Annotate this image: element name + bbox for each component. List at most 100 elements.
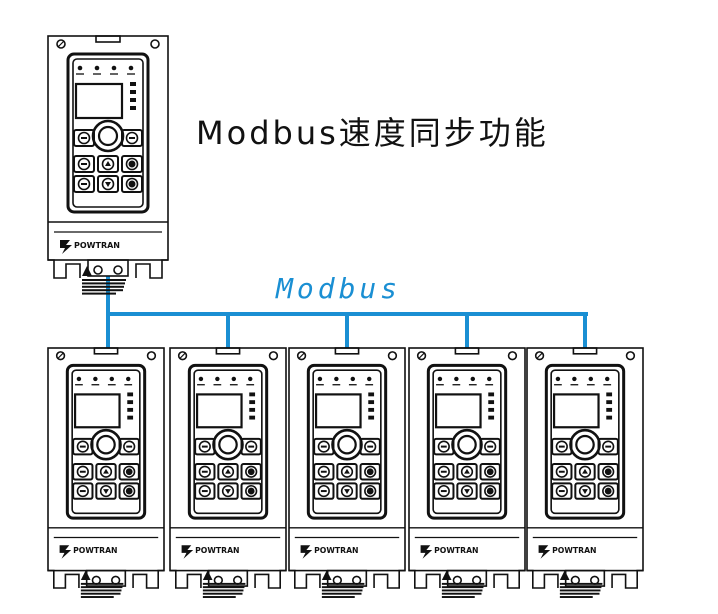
display-screen-icon xyxy=(552,393,600,429)
warning-text-line xyxy=(321,589,363,592)
key-symbol xyxy=(99,484,113,498)
unit-mark xyxy=(368,392,375,397)
key-icon xyxy=(433,437,455,456)
unit-mark xyxy=(127,415,134,420)
indicator-led-icon xyxy=(367,376,372,382)
warning-text-line xyxy=(202,596,236,598)
key-symbol xyxy=(245,465,258,478)
keypad-frame xyxy=(544,363,626,520)
key-icon xyxy=(240,437,262,456)
warning-icon xyxy=(321,570,332,580)
mount-slot-icon xyxy=(57,352,64,360)
terminal-block xyxy=(326,569,368,587)
warning-text-line xyxy=(80,596,114,598)
key-icon xyxy=(479,437,501,456)
key-icon xyxy=(240,463,262,481)
key-symbol xyxy=(317,484,330,498)
key-icon xyxy=(551,437,573,456)
foot-left xyxy=(409,569,441,589)
key-dot xyxy=(604,468,612,476)
warning-icon xyxy=(202,570,213,580)
knob-inner xyxy=(96,434,116,455)
terminal-hole-icon xyxy=(332,575,343,585)
slave-inverter-4: POWTRAN xyxy=(408,347,526,598)
unit-mark xyxy=(488,400,495,405)
unit-mark xyxy=(249,415,256,420)
indicator-led-icon xyxy=(470,376,476,382)
key-symbol xyxy=(317,440,330,453)
key-dot xyxy=(247,468,255,476)
key-symbol xyxy=(460,484,474,498)
terminal-hole-icon xyxy=(213,575,224,585)
key-icon xyxy=(336,463,358,481)
key-symbol xyxy=(125,131,139,145)
key-icon xyxy=(194,463,216,481)
key-symbol xyxy=(77,177,91,191)
mount-hole-icon xyxy=(177,351,188,361)
key-icon xyxy=(217,463,239,481)
indicator-led-icon xyxy=(454,376,459,382)
up-arrow-icon xyxy=(225,468,231,474)
indicator-led-icon xyxy=(248,376,253,382)
knob-inner xyxy=(337,434,357,455)
top-tab xyxy=(454,347,480,355)
key-icon xyxy=(97,155,119,173)
key-dot xyxy=(128,180,136,188)
key-icon xyxy=(433,482,455,500)
key-symbol xyxy=(602,440,615,453)
mount-hole-icon xyxy=(146,351,157,361)
mount-slot-icon xyxy=(536,352,543,360)
logo-icon xyxy=(60,240,72,254)
warning-text-line xyxy=(202,586,245,589)
warning-text-line xyxy=(441,582,485,585)
key-symbol xyxy=(123,484,136,498)
foot-left xyxy=(48,569,80,589)
terminal-block xyxy=(446,569,488,587)
key-dot xyxy=(247,487,255,495)
mount-slot-icon xyxy=(57,40,65,48)
knob-inner xyxy=(97,125,119,147)
slave-inverter-3: POWTRAN xyxy=(288,347,406,598)
warning-text-line xyxy=(441,589,483,592)
bus-label: Modbus xyxy=(276,272,402,305)
key-icon xyxy=(95,463,117,481)
indicator-led-icon xyxy=(77,65,83,71)
inverter-body xyxy=(47,35,169,261)
key-icon xyxy=(551,482,573,500)
key-symbol xyxy=(484,465,497,478)
indicator-led-icon xyxy=(555,376,561,382)
warning-text-line xyxy=(321,596,355,598)
key-symbol xyxy=(484,440,497,453)
indicator-led-icon xyxy=(94,65,100,71)
foot-right xyxy=(493,569,525,589)
indicator-led-icon xyxy=(317,376,323,382)
warning-text-line xyxy=(559,592,600,595)
foot-right xyxy=(373,569,405,589)
key-symbol xyxy=(76,440,89,453)
mount-slot-icon xyxy=(298,352,305,360)
slave-inverter-5: POWTRAN xyxy=(526,347,644,598)
warning-text-line xyxy=(82,279,126,281)
key-dot xyxy=(125,468,133,476)
unit-mark xyxy=(606,415,613,420)
key-symbol xyxy=(123,440,136,453)
down-arrow-icon xyxy=(582,489,588,494)
warning-text-line xyxy=(82,292,116,295)
unit-mark xyxy=(127,400,134,405)
brand-text: POWTRAN xyxy=(74,241,120,250)
warning-icon xyxy=(80,570,91,580)
warning-icon xyxy=(559,570,570,580)
warning-text-line xyxy=(202,592,243,595)
indicator-led-icon xyxy=(126,376,131,382)
key-symbol xyxy=(245,484,258,498)
top-tab xyxy=(93,347,119,355)
knob-icon xyxy=(91,119,125,153)
key-symbol xyxy=(484,484,497,498)
unit-mark xyxy=(606,400,613,405)
key-symbol xyxy=(198,465,211,478)
key-symbol xyxy=(602,465,615,478)
key-dot xyxy=(125,487,133,495)
warning-icon xyxy=(441,570,452,580)
key-symbol xyxy=(123,465,136,478)
